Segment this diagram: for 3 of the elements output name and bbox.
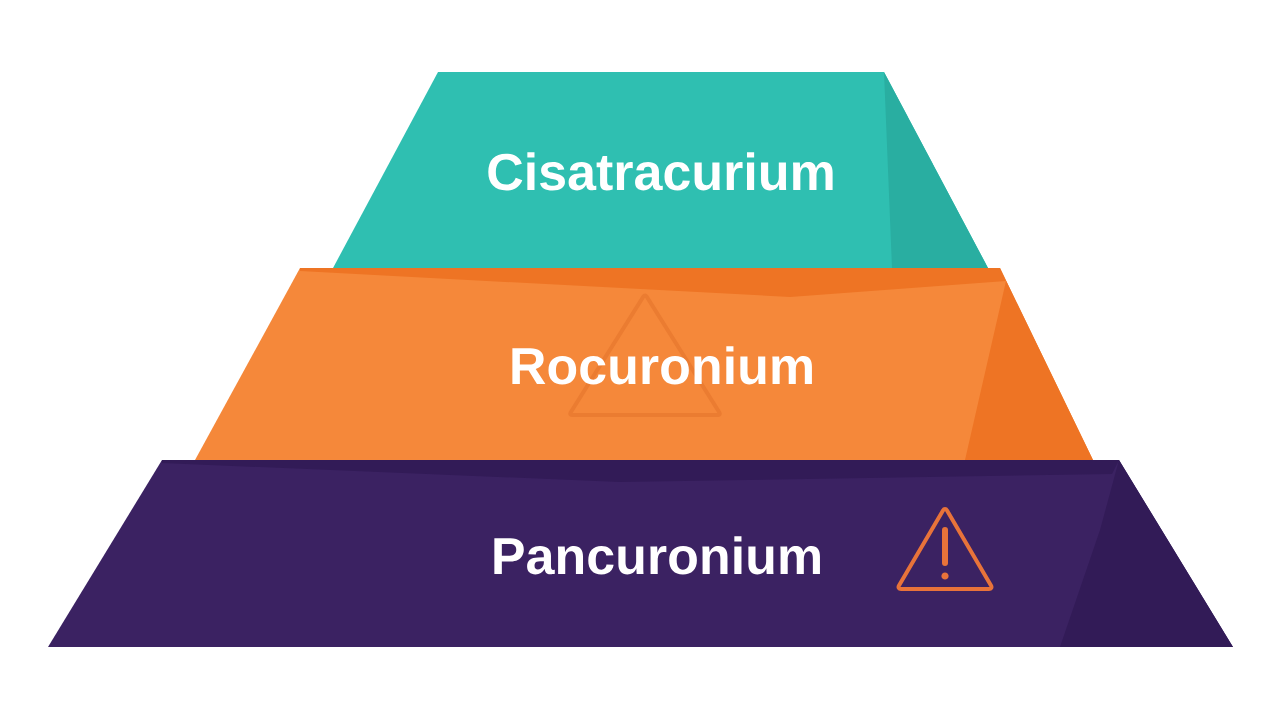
pyramid-tier: Cisatracurium <box>333 72 988 268</box>
pyramid-tier: Pancuronium <box>48 460 1233 647</box>
pyramid-tier: Rocuronium <box>195 268 1093 460</box>
